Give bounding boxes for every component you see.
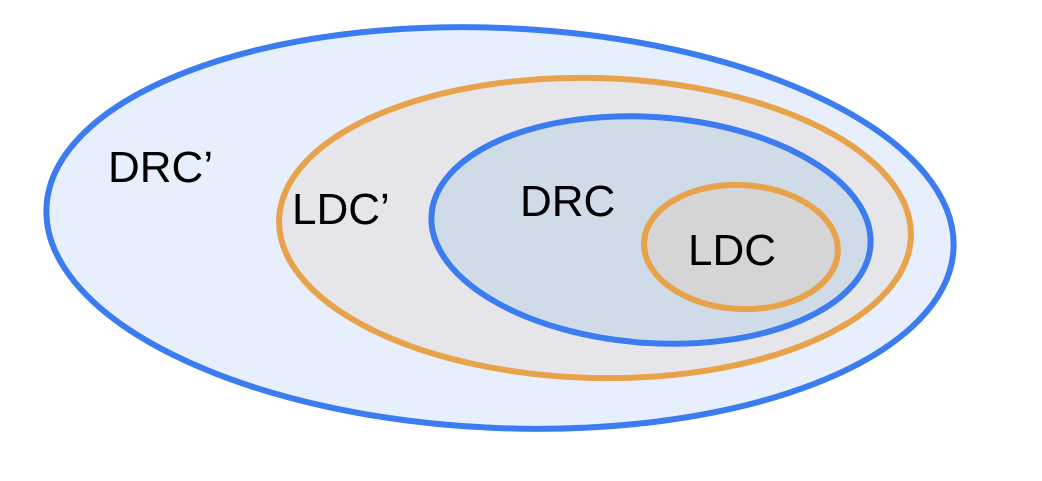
set-ldc-label: LDC [688, 226, 776, 275]
set-drc-label: DRC [520, 177, 615, 226]
set-ldc: LDC [641, 181, 841, 313]
set-drc-prime-label: DRC’ [108, 143, 213, 192]
set-ldc-ellipse [641, 181, 841, 313]
set-ldc-prime-label: LDC’ [292, 185, 390, 234]
